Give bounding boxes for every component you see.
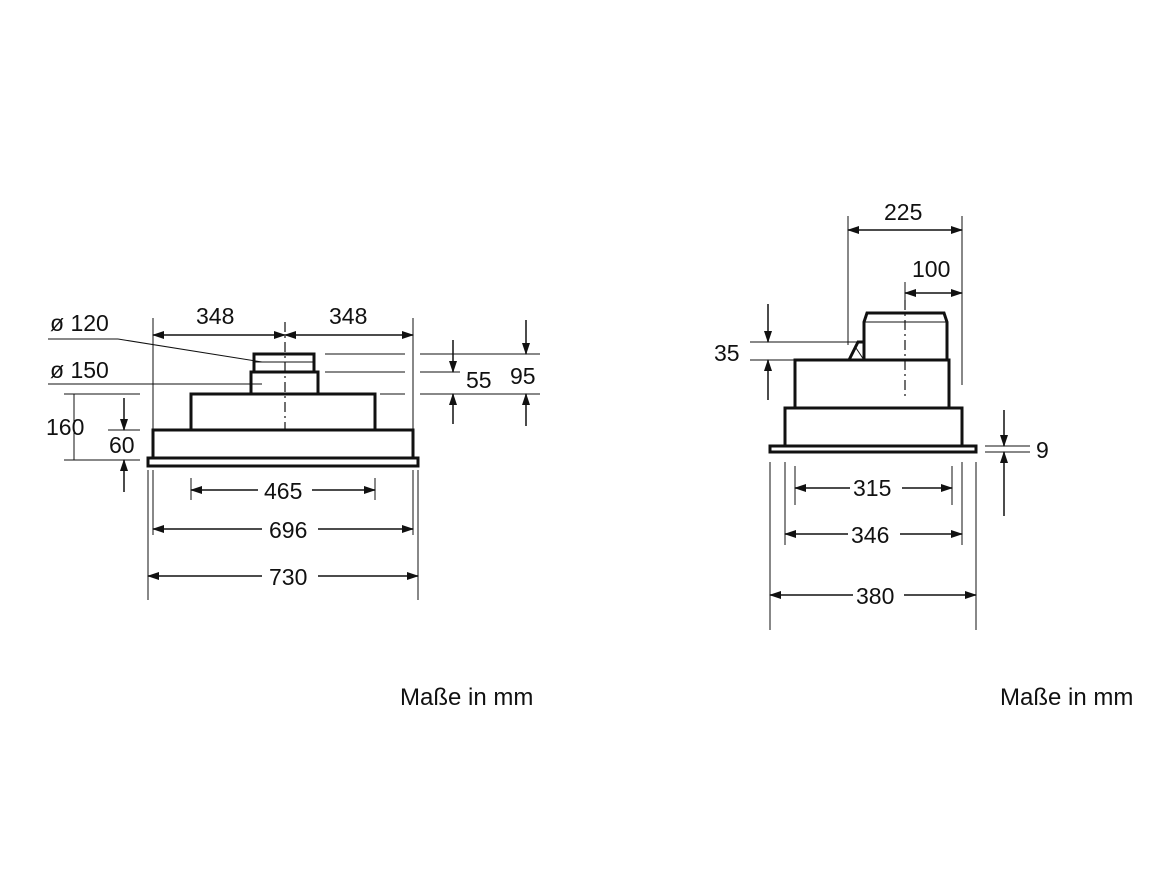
label-346: 346 [851,522,889,548]
label-225: 225 [884,199,922,225]
side-labels: 225 100 35 9 315 346 380 Maße in mm [714,199,1133,711]
label-730: 730 [269,564,307,590]
label-35: 35 [714,340,740,366]
label-465: 465 [264,478,302,504]
label-315: 315 [853,475,891,501]
front-view: ø 120 ø 150 348 348 55 95 160 60 465 696… [46,303,540,711]
label-348-right: 348 [329,303,367,329]
side-view: 225 100 35 9 315 346 380 Maße in mm [714,199,1133,711]
label-9: 9 [1036,437,1049,463]
label-348-left: 348 [196,303,234,329]
label-160: 160 [46,414,84,440]
label-95: 95 [510,363,536,389]
caption-front: Maße in mm [400,684,533,711]
label-dia-150: ø 150 [50,357,109,383]
front-labels: ø 120 ø 150 348 348 55 95 160 60 465 696… [46,303,536,711]
label-696: 696 [269,517,307,543]
label-100: 100 [912,256,950,282]
label-55: 55 [466,367,492,393]
label-dia-120: ø 120 [50,310,109,336]
label-60: 60 [109,432,135,458]
front-hood-outline [146,322,420,468]
side-dimension-lines [764,226,1008,599]
front-dimension-lines [48,320,530,580]
side-hood-outline [768,300,978,454]
label-380: 380 [856,583,894,609]
caption-side: Maße in mm [1000,684,1133,711]
side-extension-lines [750,216,1030,630]
